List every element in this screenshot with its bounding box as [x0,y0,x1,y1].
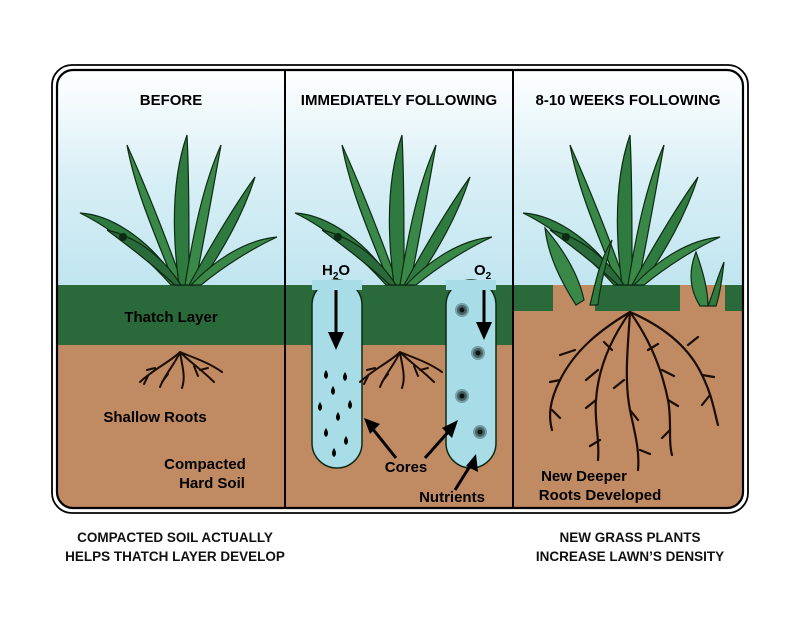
label-thatch-layer: Thatch Layer [124,309,218,326]
label-compacted-2: Hard Soil [179,475,245,492]
nutrients-arrow-icon [453,454,478,491]
label-cores: Cores [385,459,428,476]
caption-left-line2: HELPS THATCH LAYER DEVELOP [65,549,285,564]
label-new-roots-1: New Deeper [541,468,627,485]
new-grass-plant-right [690,250,709,307]
new-grass-plant-left [544,226,585,306]
thatch-layer-before [57,285,285,345]
deep-roots [548,310,720,472]
label-new-roots-2: Roots Developed [539,487,662,504]
oxygen-arrow-icon [476,290,492,340]
panel-title-before: BEFORE [140,92,203,109]
label-shallow-roots: Shallow Roots [103,409,206,426]
diagram-frame [55,68,745,510]
label-h2o: H2O [322,262,350,282]
panel-title-weeks: 8-10 WEEKS FOLLOWING [535,92,720,109]
caption-right-line1: NEW GRASS PLANTS [559,530,701,545]
water-droplets [318,370,352,457]
caption-right-line2: INCREASE LAWN’S DENSITY [535,549,725,564]
panel-title-following: IMMEDIATELY FOLLOWING [301,92,497,109]
caption-left: COMPACTED SOIL ACTUALLY HELPS THATCH LAY… [60,528,290,566]
label-o2: O2 [474,262,492,282]
water-arrow-icon [328,290,344,350]
caption-left-line1: COMPACTED SOIL ACTUALLY [77,530,273,545]
cores-arrows-icon [364,418,458,459]
core-hole-right [445,279,497,469]
label-compacted-1: Compacted [164,456,246,473]
label-nutrients: Nutrients [419,489,485,506]
soil-layer [57,345,743,508]
caption-right: NEW GRASS PLANTS INCREASE LAWN’S DENSITY [515,528,745,566]
